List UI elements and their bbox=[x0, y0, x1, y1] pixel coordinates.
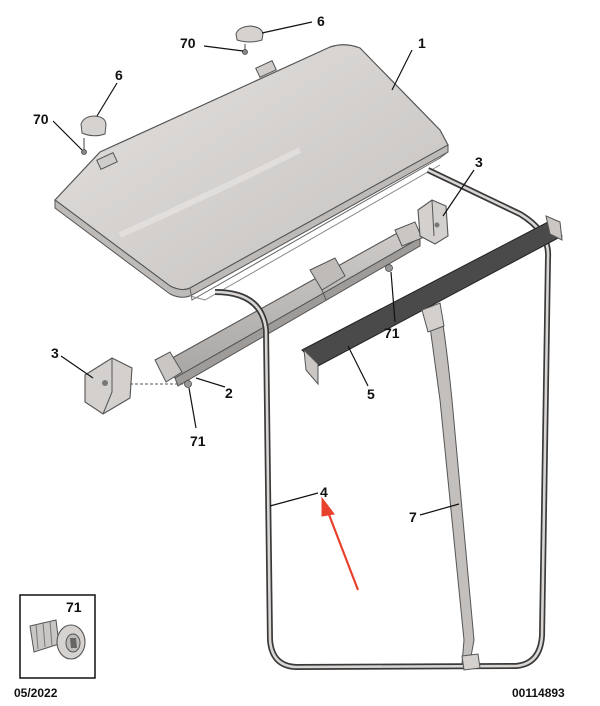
callout-70-left: 70 bbox=[33, 111, 49, 127]
callout-71-left: 71 bbox=[190, 433, 206, 449]
inset-label: 71 bbox=[66, 599, 82, 615]
callout-3-right: 3 bbox=[475, 154, 483, 170]
callout-3-left: 3 bbox=[51, 345, 59, 361]
callout-5: 5 bbox=[367, 386, 375, 402]
footer-reference: 00114893 bbox=[512, 686, 565, 700]
bolt-icon bbox=[29, 619, 86, 660]
bracket-right-part bbox=[385, 199, 449, 272]
callout-71-right: 71 bbox=[384, 325, 400, 341]
callout-1: 1 bbox=[418, 35, 426, 51]
inset-box: 71 bbox=[19, 594, 96, 679]
footer-date: 05/2022 bbox=[14, 686, 58, 700]
callout-6-left: 6 bbox=[115, 67, 123, 83]
bracket-left-part bbox=[84, 357, 192, 415]
crossmember bbox=[154, 221, 423, 387]
callout-2: 2 bbox=[225, 385, 233, 401]
callout-labels: 1 2 3 3 4 5 6 6 7 70 70 71 71 bbox=[33, 13, 483, 525]
seal-vertical-part bbox=[421, 302, 481, 671]
callout-70-top: 70 bbox=[180, 35, 196, 51]
callout-4: 4 bbox=[320, 484, 328, 500]
roof-panel bbox=[54, 44, 449, 301]
cap-left-part bbox=[80, 115, 107, 155]
red-arrow bbox=[321, 496, 360, 591]
upper-seal bbox=[301, 215, 563, 386]
leader-lines bbox=[52, 21, 475, 516]
callout-6-top: 6 bbox=[317, 13, 325, 29]
cap-top-part bbox=[235, 25, 264, 55]
callout-7: 7 bbox=[409, 509, 417, 525]
